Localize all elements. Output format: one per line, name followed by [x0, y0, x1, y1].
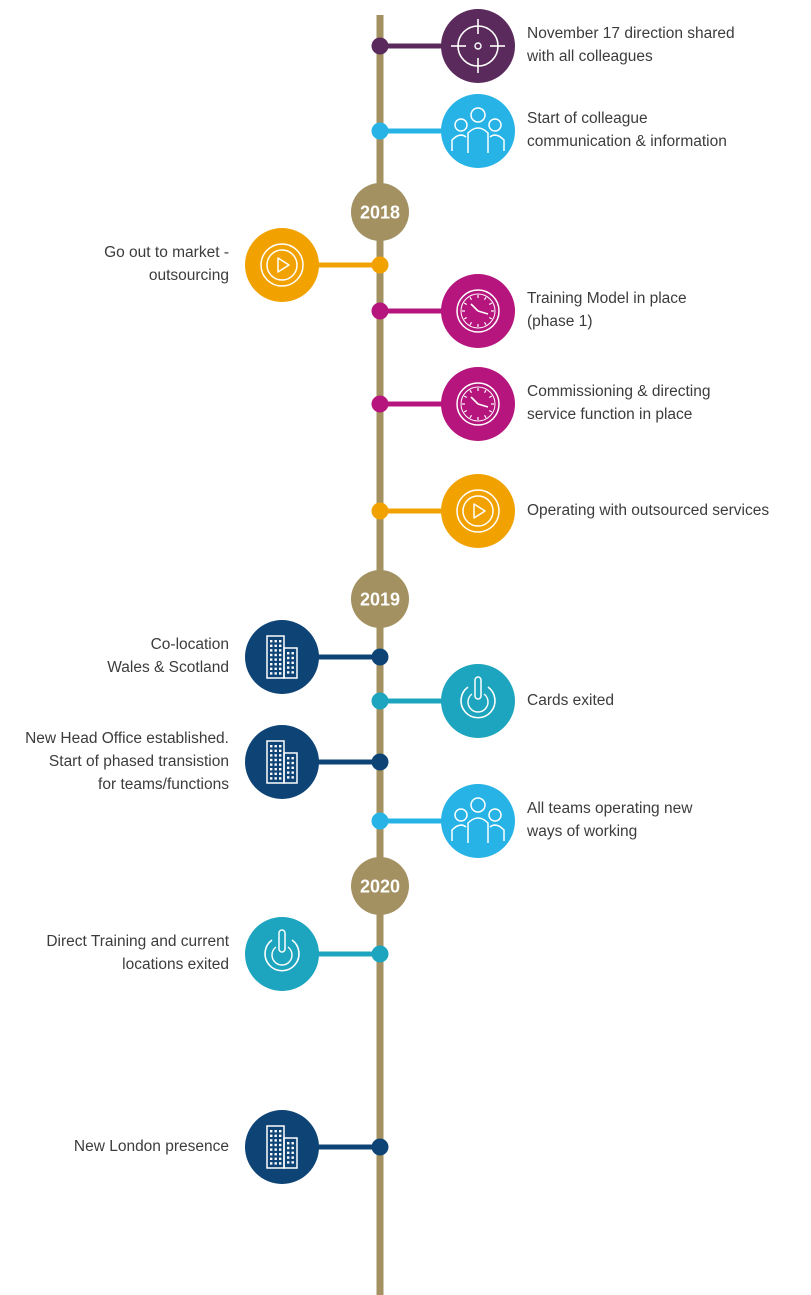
timeline-event: [371, 274, 515, 348]
event-label-line: ways of working: [527, 823, 638, 840]
event-label-line: Start of colleague: [527, 110, 648, 127]
timeline-event: [371, 664, 515, 738]
year-marker: 2019: [351, 570, 409, 628]
timeline-event: [371, 784, 515, 858]
event-label-line: outsourcing: [148, 267, 229, 284]
year-label: 2018: [360, 203, 400, 223]
event-label: November 17 direction shared with all col…: [527, 22, 735, 68]
event-label: Training Model in place (phase 1): [527, 287, 687, 333]
year-marker: 2020: [351, 857, 409, 915]
event-connector: [282, 951, 380, 957]
event-label-line: All teams operating new: [527, 800, 693, 817]
event-dot: [371, 648, 389, 666]
event-label-line: with all colleagues: [527, 48, 653, 65]
event-dot: [371, 395, 389, 413]
play-icon: [441, 474, 515, 548]
event-label-line: (phase 1): [527, 313, 593, 330]
timeline-event: [371, 9, 515, 83]
event-dot: [371, 812, 389, 830]
timeline-event: [245, 1110, 389, 1184]
event-label: Go out to market - outsourcing: [104, 241, 229, 287]
event-label: New Head Office established. Start of pha…: [25, 727, 229, 796]
event-label-line: Go out to market -: [104, 244, 229, 261]
buildings-icon: [245, 725, 319, 799]
event-label: Direct Training and current locations exi…: [46, 930, 229, 976]
event-label-line: Training Model in place: [527, 290, 687, 307]
power-icon: [245, 917, 319, 991]
event-label-line: Commissioning & directing: [527, 383, 711, 400]
event-label-line: service function in place: [527, 406, 693, 423]
target-icon: [441, 9, 515, 83]
event-label-line: November 17 direction shared: [527, 25, 735, 42]
event-connector: [380, 128, 478, 134]
event-label: Operating with outsourced services: [527, 499, 769, 522]
play-icon: [245, 228, 319, 302]
event-label-line: Operating with outsourced services: [527, 501, 770, 519]
event-connector: [380, 818, 478, 824]
event-dot: [371, 122, 389, 140]
event-connector: [282, 759, 380, 765]
event-label-line: Co-location: [150, 636, 229, 653]
event-connector: [282, 654, 380, 660]
event-dot: [371, 256, 389, 274]
event-label-line: New London presence: [73, 1137, 229, 1155]
event-connector: [282, 262, 380, 268]
event-dot: [371, 37, 389, 55]
event-dot: [371, 302, 389, 320]
event-label-line: Direct Training and current: [46, 933, 229, 950]
event-label: Start of colleague communication & inform…: [527, 107, 727, 153]
timeline-event: [245, 917, 389, 991]
event-connector: [380, 508, 478, 514]
event-label-line: communication & information: [527, 133, 727, 150]
event-label-line: Wales & Scotland: [107, 659, 229, 676]
year-label: 2019: [360, 590, 400, 610]
people-icon: [441, 94, 515, 168]
event-label-line: Cards exited: [527, 691, 615, 709]
event-connector: [282, 1144, 380, 1150]
timeline-event: [371, 367, 515, 441]
event-connector: [380, 401, 478, 407]
clock-icon: [441, 274, 515, 348]
event-label-line: Start of phased transistion: [48, 752, 229, 770]
event-connector: [380, 308, 478, 314]
event-connector: [380, 698, 478, 704]
event-dot: [371, 692, 389, 710]
year-marker: 2018: [351, 183, 409, 241]
timeline-event: [371, 94, 515, 168]
event-dot: [371, 1138, 389, 1156]
clock-icon: [441, 367, 515, 441]
event-dot: [371, 753, 389, 771]
timeline-event: [245, 228, 389, 302]
event-label: New London presence: [74, 1135, 229, 1158]
event-dot: [371, 502, 389, 520]
event-dot: [371, 945, 389, 963]
timeline-event: [371, 474, 515, 548]
event-label-line: locations exited: [122, 956, 229, 973]
event-label-line: New Head Office established.: [25, 729, 229, 747]
people-icon: [441, 784, 515, 858]
event-connector: [380, 43, 478, 49]
timeline-event: [245, 620, 389, 694]
timeline-event: [245, 725, 389, 799]
event-label-line: for teams/functions: [98, 775, 229, 793]
event-label: Commissioning & directing service functio…: [527, 380, 711, 426]
event-label: Cards exited: [527, 689, 614, 712]
event-label: All teams operating new ways of working: [527, 797, 692, 843]
buildings-icon: [245, 620, 319, 694]
buildings-icon: [245, 1110, 319, 1184]
year-label: 2020: [360, 877, 400, 897]
power-icon: [441, 664, 515, 738]
